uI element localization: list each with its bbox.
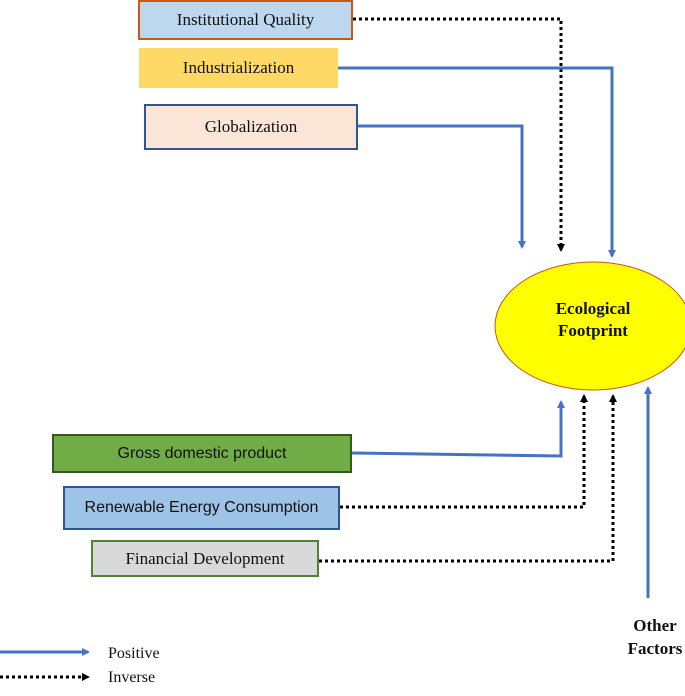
globalization-label: Globalization [204,117,298,136]
ecological-footprint-label: Ecological Footprint [500,298,685,342]
other-factors-label: Other Factors [620,614,685,660]
arrow-gdp [351,400,565,458]
arrow-industrialization [338,66,616,258]
industrialization-box: Industrialization [139,48,338,88]
ecological-footprint-ellipse [494,261,685,391]
industrialization-label: Industrialization [182,58,295,77]
arrow-institutional-quality [353,17,565,252]
ecological-footprint-line1: Ecological [555,299,631,318]
legend-positive-label: Positive [108,645,160,662]
renewable-energy-label: Renewable Energy Consumption [84,499,319,516]
arrow-globalization [358,124,526,249]
institutional-quality-label: Institutional Quality [176,10,315,29]
ecological-footprint-line2: Footprint [558,321,628,340]
globalization-box: Globalization [144,104,358,150]
financial-development-label: Financial Development [125,548,285,568]
gdp-box: Gross domestic product [52,434,352,473]
financial-development-box: Financial Development [91,540,319,577]
institutional-quality-box: Institutional Quality [138,0,353,40]
other-factors-line1: Other [633,616,677,635]
renewable-energy-box: Renewable Energy Consumption [63,486,340,530]
other-factors-line2: Factors [627,639,683,658]
arrow-financial-development [319,394,617,563]
gdp-label: Gross domestic product [117,444,287,462]
arrow-renewable-energy [340,394,588,509]
legend-inverse-label: Inverse [108,669,156,686]
